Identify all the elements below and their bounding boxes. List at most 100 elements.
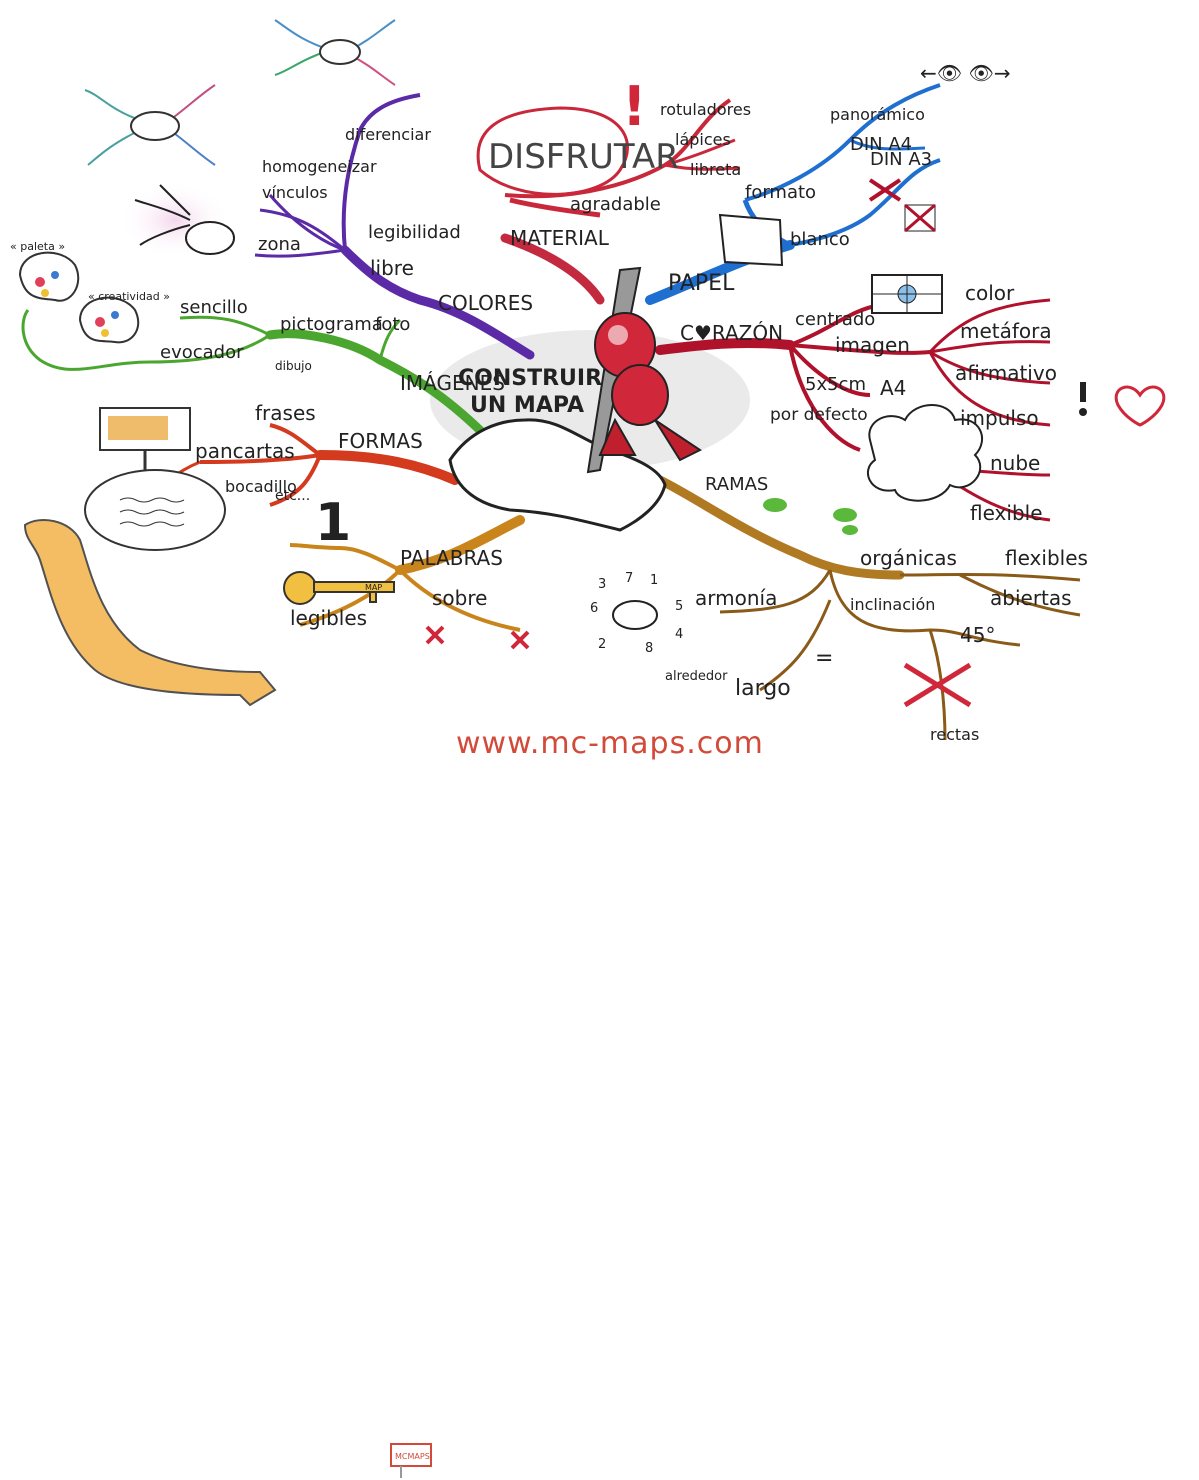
branch-formas [159, 423, 460, 507]
branch-palabras [289, 515, 525, 632]
label-diferenciar: diferenciar [345, 125, 431, 144]
footer-url-link[interactable]: www.mc-maps.com [456, 726, 764, 761]
label-armonia: armonía [695, 586, 777, 610]
label-centrado: centrado [795, 309, 875, 330]
label-homogeneizar: homogeneizar [262, 157, 377, 176]
plant-sprouts [763, 498, 858, 535]
label-formas: FORMAS [338, 429, 423, 453]
branch-imagenes [21, 309, 495, 445]
paper-sheet [718, 213, 784, 267]
num-2: 2 [598, 637, 606, 652]
armonia-cloud [612, 600, 658, 630]
eyes-glyphs: ←👁 👁→ [920, 61, 1011, 85]
key-text: MAP [365, 583, 382, 592]
label-material: MATERIAL [510, 226, 610, 250]
label-evocador: evocador [160, 342, 244, 363]
label-dibujo: dibujo [275, 359, 312, 373]
label-rectas: rectas [930, 725, 979, 744]
num-5: 5 [675, 599, 683, 614]
label-imagen: imagen [835, 333, 910, 357]
label-alrededor: alrededor [665, 669, 728, 684]
cross-mark-1 [425, 625, 445, 645]
label-flexible: flexible [970, 501, 1043, 525]
palette-icons [18, 251, 140, 344]
label-libreta: libreta [690, 160, 741, 179]
num-3: 3 [598, 577, 606, 592]
cross-mark-2 [510, 630, 530, 650]
label-legibles: legibles [290, 606, 367, 630]
label-nube: nube [990, 451, 1040, 475]
label-a4: A4 [880, 376, 906, 400]
label-legibilidad: legibilidad [368, 222, 461, 243]
label-45-grados: 45° [960, 623, 995, 647]
center-title-line1: CONSTRUIR [458, 366, 602, 391]
label-etc: etc... [275, 488, 310, 504]
label-sencillo: sencillo [180, 297, 248, 318]
label-inclinacion: inclinación [850, 595, 935, 614]
num-1: 1 [650, 573, 658, 588]
label-blanco: blanco [790, 229, 850, 250]
label-paleta: « paleta » [10, 240, 65, 253]
label-vinculos: vínculos [262, 183, 328, 202]
center-illustration [448, 266, 702, 532]
label-rotuladores: rotuladores [660, 100, 751, 119]
label-largo: largo [735, 676, 791, 701]
disfrutar-exclaim: ! [622, 75, 647, 138]
label-agradable: agradable [570, 194, 661, 215]
disfrutar-cloud [476, 106, 629, 196]
label-din-a4: DIN A4 [850, 134, 912, 155]
heart-mark [1079, 382, 1166, 427]
label-afirmativo: afirmativo [955, 361, 1057, 385]
label-bocadillo: bocadillo [225, 477, 297, 496]
branch-material [500, 233, 605, 305]
num-6: 6 [590, 601, 598, 616]
mini-map-dark [134, 184, 235, 255]
nube-cloud [866, 404, 984, 502]
label-imagenes: IMÁGENES [400, 371, 505, 395]
label-colores: COLORES [438, 291, 533, 315]
label-ramas: RAMAS [705, 474, 768, 495]
label-libre: libre [370, 256, 414, 280]
num-7: 7 [625, 571, 633, 586]
label-zona: zona [258, 234, 301, 255]
key-drawing [283, 571, 395, 605]
label-papel: PAPEL [668, 271, 735, 296]
crossed-sheets [868, 178, 936, 233]
branch-disfrutar [476, 98, 741, 218]
mind-map-canvas: CONSTRUIR UN MAPA DISFRUTAR ! agradable … [10, 19, 1166, 744]
label-color: color [965, 281, 1015, 305]
label-abiertas: abiertas [990, 586, 1072, 610]
label-corazon: C♥RAZÓN [680, 321, 783, 345]
label-por-defecto: por defecto [770, 405, 868, 425]
label-5x5cm: 5x5cm [805, 374, 866, 395]
label-sobre: sobre [432, 586, 487, 610]
label-creatividad: « creatividad » [88, 290, 170, 303]
cross-rectas [903, 662, 972, 708]
label-pictograma: pictograma [280, 314, 383, 335]
formas-drawings [23, 407, 277, 707]
centrado-frame [871, 274, 943, 314]
mini-map-left [84, 84, 216, 166]
mini-map-top [274, 19, 396, 86]
branch-colores [254, 93, 535, 360]
label-metafora: metáfora [960, 319, 1052, 343]
label-formato: formato [745, 182, 816, 203]
label-frases: frases [255, 401, 316, 425]
label-impulso: impulso [960, 406, 1039, 430]
disfrutar-title: DISFRUTAR [488, 137, 679, 177]
num-4: 4 [675, 627, 683, 642]
label-foto: foto [375, 314, 410, 335]
num-8: 8 [645, 641, 653, 656]
label-din-a3: DIN A3 [870, 149, 932, 170]
center-title-line2: UN MAPA [470, 393, 584, 418]
label-flexibles: flexibles [1005, 546, 1088, 570]
label-pancartas: pancartas [195, 439, 295, 463]
label-panoramico: panorámico [830, 105, 925, 124]
label-lapices: lápices [675, 130, 731, 149]
label-equals: = [815, 646, 833, 671]
label-one: 1 [315, 493, 351, 553]
mc-maps-logo: MCMAPS [390, 1443, 432, 1478]
label-palabras: PALABRAS [400, 546, 503, 570]
label-organicas: orgánicas [860, 546, 957, 570]
logo-text: MCMAPS [395, 1452, 430, 1461]
